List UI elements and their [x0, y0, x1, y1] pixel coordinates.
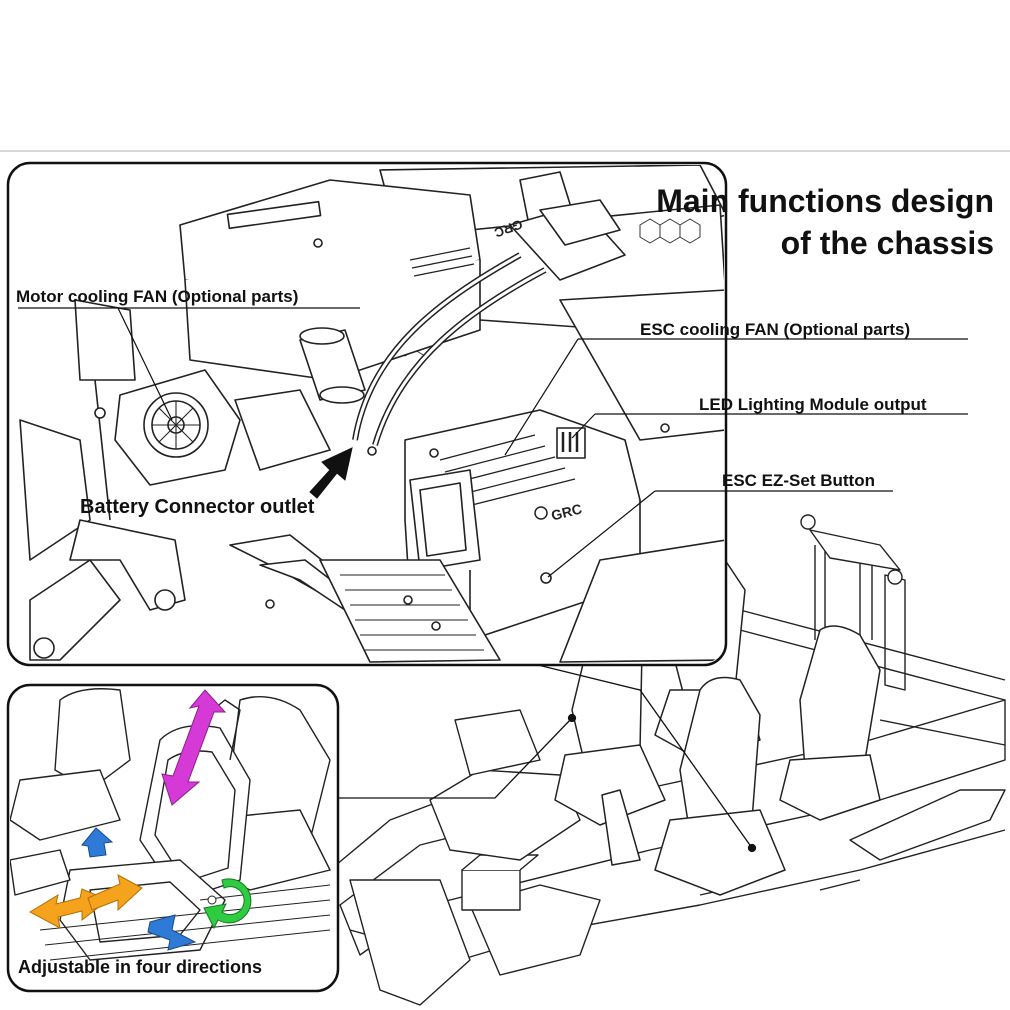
callout-lines [18, 307, 968, 578]
battery-outlet-arrow-icon [309, 447, 353, 499]
title-line-1: Main functions design [656, 183, 994, 219]
ez-set-label: ESC EZ-Set Button [722, 471, 875, 490]
title-line-2: of the chassis [780, 225, 994, 261]
grc-logo-marks [534, 506, 548, 520]
adjust-rotate-arrow-icon [203, 878, 252, 930]
esc-detail-drawing [19, 165, 724, 663]
seat-adjust-label: Adjustable in four directions [18, 957, 263, 977]
battery-outlet-label: Battery Connector outlet [80, 496, 315, 518]
adjust-tilt-arrow-icon [81, 827, 197, 951]
inset-connector-lines [338, 664, 757, 853]
seat-detail-drawing [10, 688, 331, 961]
adjust-forward-back-arrow-icon [28, 874, 143, 929]
adjust-up-down-arrow-icon [161, 689, 227, 806]
led-module-label: LED Lighting Module output [699, 395, 927, 414]
esc-fan-label: ESC cooling FAN (Optional parts) [640, 320, 911, 339]
motor-fan-label: Motor cooling FAN (Optional parts) [16, 287, 299, 306]
